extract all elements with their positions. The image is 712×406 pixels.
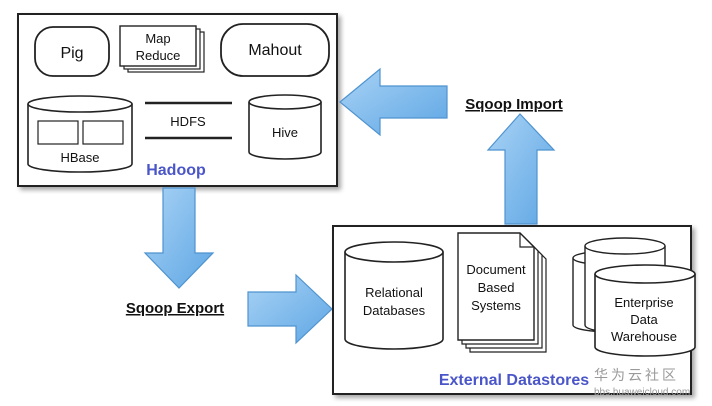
warehouse-label-line1: Enterprise [614,295,673,310]
mahout-label: Mahout [248,42,302,59]
hadoop-box: Pig Map Reduce Mahout HBase HDFS [17,13,338,187]
watermark-url: bbs.huaweicloud.com [594,387,690,398]
sqoop-import-up-arrow [486,113,556,225]
external-datastores-title: External Datastores [439,372,589,389]
relational-label-line2: Databases [363,303,426,318]
external-datastores-box: Relational Databases Document Based Syst… [332,225,696,395]
hive-label: Hive [272,125,298,140]
sqoop-export-right-arrow [247,273,333,345]
pig-label: Pig [60,45,83,62]
hdfs-component: HDFS [145,101,232,140]
mapreduce-component: Map Reduce [119,25,205,73]
sqoop-export-label: Sqoop Export [126,300,224,317]
hadoop-title: Hadoop [146,162,206,179]
hbase-label: HBase [60,150,99,165]
document-based-systems-stack: Document Based Systems [457,232,547,353]
document-label-line3: Systems [471,298,521,313]
mapreduce-label-line1: Map [145,31,170,46]
relational-label-line1: Relational [365,285,423,300]
hive-cylinder: Hive [248,94,322,160]
mahout-component: Mahout [220,23,330,77]
hbase-region-left [37,120,79,145]
relational-databases-cylinder: Relational Databases [344,241,444,350]
sqoop-import-left-arrow [339,67,448,137]
watermark-brand: 华为云社区 [594,367,679,383]
warehouse-label-line3: Warehouse [611,329,677,344]
hbase-region-right [82,120,124,145]
pig-component: Pig [34,26,110,77]
warehouse-label-line2: Data [630,312,658,327]
document-label-line2: Based [478,280,515,295]
sqoop-import-label: Sqoop Import [465,96,563,113]
document-label-line1: Document [466,262,526,277]
hdfs-label: HDFS [170,114,206,129]
hbase-cylinder: HBase [27,95,133,173]
sqoop-export-down-arrow [143,187,215,289]
mapreduce-label-line2: Reduce [136,48,181,63]
enterprise-data-warehouse-cylinders: Enterprise Data Warehouse [572,237,696,357]
